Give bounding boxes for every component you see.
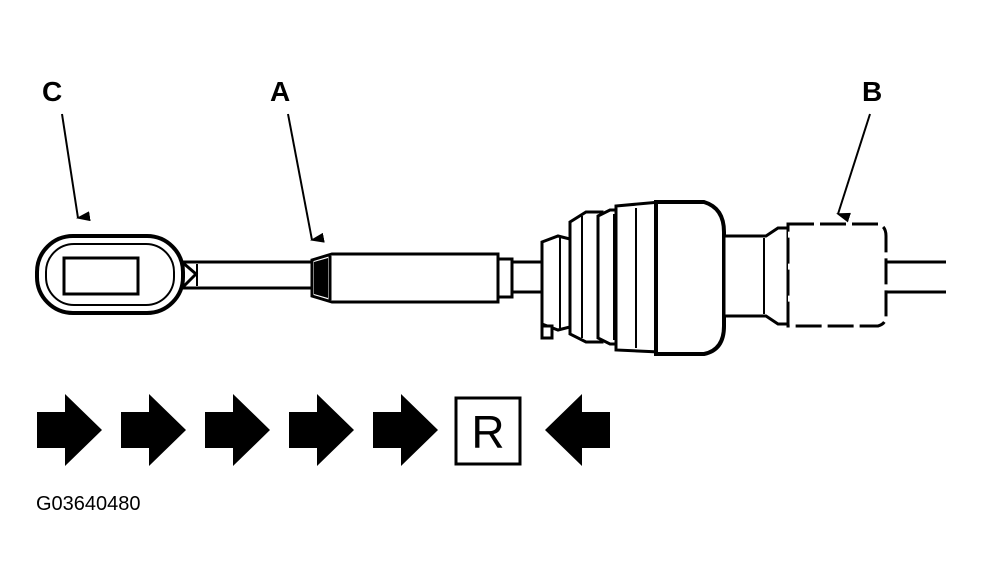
arrow-right-icon <box>205 394 270 466</box>
arrow-right-icon <box>37 394 102 466</box>
cable-end-eye <box>35 234 199 315</box>
leader-line-a <box>287 113 325 243</box>
cable-sleeve <box>310 252 545 304</box>
shift-position-sequence: R <box>37 394 610 466</box>
callout-a: A <box>270 76 290 107</box>
arrow-left-icon <box>545 394 610 466</box>
arrow-right-icon <box>121 394 186 466</box>
leader-line-c <box>61 113 91 222</box>
selected-position-label: R <box>471 406 504 458</box>
cable-rod <box>183 260 312 290</box>
figure-id: G03640480 <box>36 493 141 515</box>
callout-b: B <box>862 76 882 107</box>
leader-line-b <box>836 113 871 223</box>
arrow-right-icon <box>289 394 354 466</box>
cable-housing <box>540 200 946 356</box>
arrow-right-icon <box>373 394 438 466</box>
callout-c: C <box>42 76 62 107</box>
selected-position-box <box>454 396 522 466</box>
